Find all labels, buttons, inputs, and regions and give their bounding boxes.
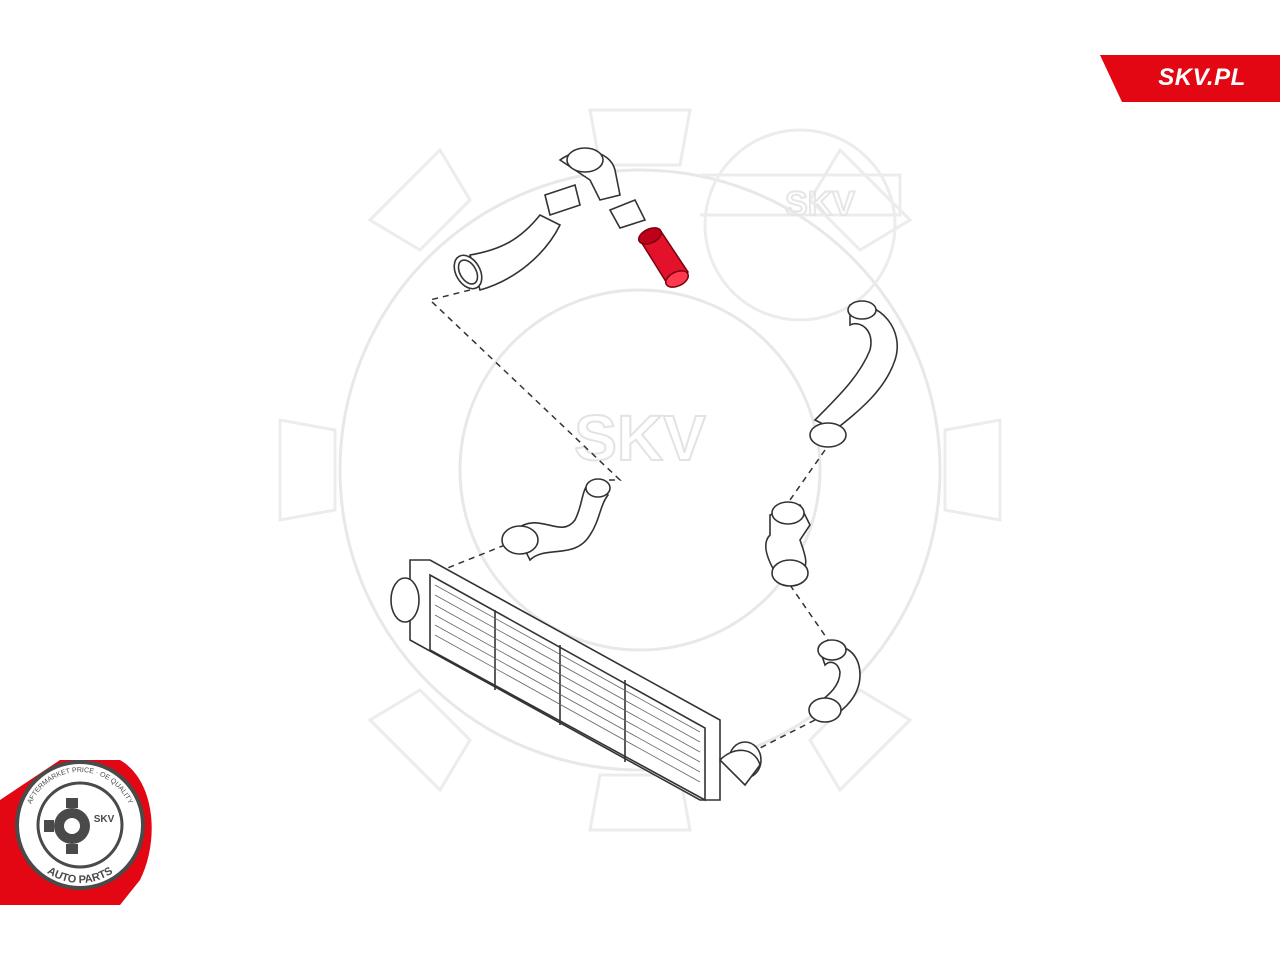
upper-hose bbox=[453, 147, 647, 291]
middle-right-connector bbox=[765, 501, 811, 587]
watermark-gear-small bbox=[700, 128, 902, 322]
intercooler bbox=[390, 559, 762, 802]
watermark-text-small: SKV bbox=[785, 185, 855, 223]
highlighted-part bbox=[637, 227, 690, 288]
middle-hose bbox=[501, 478, 611, 562]
brand-tab bbox=[1100, 55, 1280, 102]
right-hose bbox=[809, 300, 898, 448]
badge-center-text: SKV bbox=[94, 814, 115, 825]
brand-label: SKV.PL bbox=[1158, 64, 1246, 91]
lower-elbow bbox=[808, 639, 861, 723]
watermark-text-large: SKV bbox=[574, 402, 706, 474]
skv-badge bbox=[0, 760, 152, 905]
watermark-gear-large bbox=[278, 108, 1002, 832]
